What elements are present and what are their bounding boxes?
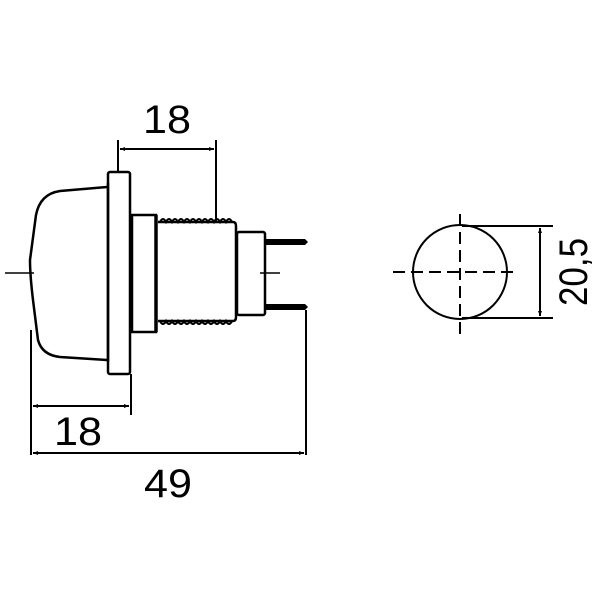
dim-label-top-18: 18 [143,98,191,142]
terminal-top [265,239,308,245]
side-view [5,170,308,376]
front-view [393,214,553,334]
thread-top [159,218,233,225]
flange-plate [106,170,132,376]
dim-label-overall-49: 49 [144,462,192,506]
threaded-body [158,220,238,323]
dim-label-bottom-18: 18 [54,410,102,454]
dim-label-diameter: 20,5 [552,238,596,306]
collar [130,213,158,334]
thread-bottom [159,318,233,325]
extension-lines [30,140,307,455]
dimension-lines [33,147,304,455]
terminal-bottom [265,304,308,310]
lens-dome [28,185,108,362]
